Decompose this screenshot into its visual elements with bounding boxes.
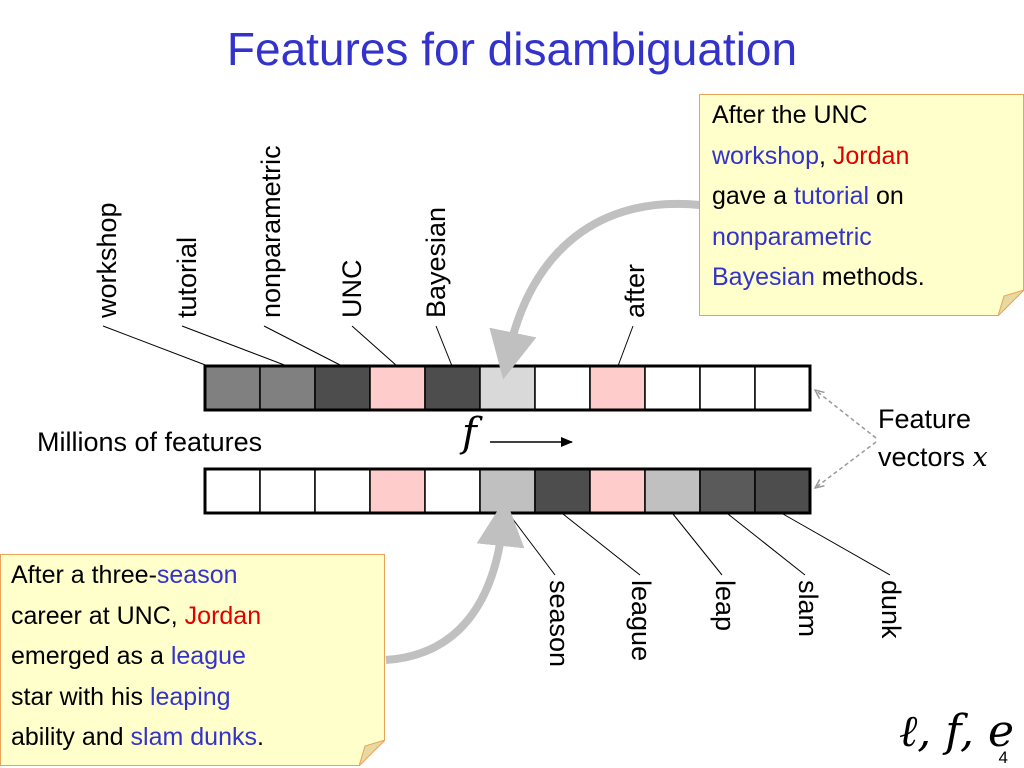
text-period: . [256,723,264,751]
text-emerged-as-a: emerged as a [11,642,171,670]
feature-vectors-label: Feature vectors x [878,400,988,477]
label-after: after [620,263,650,318]
bottom-vector-cell-9 [699,468,756,514]
feature-vectors-line1: Feature [878,404,972,434]
top-vector-cell-0 [204,365,261,411]
leader-after [617,325,634,367]
word-bayesian: Bayesian [712,263,815,291]
label-slam: slam [793,580,823,638]
bottom-vector-cell-6 [534,468,591,514]
label-tutorial: tutorial [172,236,202,318]
bottom-curved-arrow [385,498,525,664]
top-note-line4: nonparametric [712,217,1023,258]
bottom-note-line1: After a three-season [11,555,384,596]
note-fold-corner [998,290,1024,316]
f-symbol: f [462,410,477,456]
word-nonparametric: nonparametric [712,222,872,251]
slide-title: Features for disambiguation [226,23,798,75]
word-leaping: leaping [149,682,231,711]
label-nonparametric: nonparametric [256,145,286,318]
leader-league [562,513,641,576]
bottom-vector-cell-10 [754,468,811,514]
top-vector-cell-5 [479,365,536,411]
top-leader-lines [102,325,634,367]
top-vector-cell-1 [259,365,316,411]
leader-workshop [102,325,209,367]
leader-bayesian [435,325,453,367]
top-vector-cell-9 [699,365,756,411]
leader-slam [727,513,806,576]
word-jordan: Jordan [832,141,910,170]
footer-math-symbols: ℓ, f, e [898,706,1014,757]
leader-leap [672,513,723,576]
bottom-vector-cell-1 [259,468,316,514]
leader-season [508,513,556,576]
top-note-line5: Bayesian methods. [712,257,1023,298]
dashed-arrow-top [815,390,877,439]
note-fold-corner [359,740,385,766]
page-number: 4 [998,748,1008,767]
bottom-vector-cell-0 [204,468,261,514]
bottom-vector-cell-4 [424,468,481,514]
text-after-the-unc: After the UNC [712,101,868,129]
text-on: on [869,182,904,210]
label-bayesian: Bayesian [421,206,451,318]
word-season: season [156,561,238,589]
top-vector-cell-10 [754,365,811,411]
top-vector-cell-4 [424,365,481,411]
leader-dunk [782,513,891,576]
bottom-vector-cell-7 [589,468,646,514]
word-slam-dunks: slam dunks [130,723,257,751]
text-after-a-three: After a three- [11,561,157,589]
top-vector-cell-2 [314,365,371,411]
leader-tutorial [181,325,288,367]
dashed-arrow-bottom [815,441,877,488]
word-jordan: Jordan [184,601,262,630]
text-comma: , [819,141,826,170]
bottom-note-line5: ability and slam dunks. [11,717,384,758]
label-workshop: workshop [92,202,122,318]
label-unc: UNC [337,259,367,319]
top-vector-cell-7 [589,365,646,411]
text-methods: methods. [814,263,925,291]
label-dunk: dunk [876,580,906,639]
top-vector-cell-6 [534,365,591,411]
leader-nonparametric [263,325,343,367]
word-tutorial: tutorial [794,182,870,210]
text-vectors: vectors [878,442,973,472]
text-star-with-his: star with his [11,682,150,711]
bottom-leader-lines [508,513,891,576]
bottom-vector-cell-3 [369,468,426,514]
word-workshop: workshop [712,141,819,170]
bottom-vector-cell-8 [644,468,701,514]
feature-vectors-line2: vectors x [878,438,988,477]
text-gave-a: gave a [712,182,795,210]
top-note-line3: gave a tutorial on [712,176,1023,217]
label-leap: leap [710,580,740,632]
bottom-feature-vector [203,467,812,515]
label-league: league [626,580,656,662]
top-vector-cell-3 [369,365,426,411]
top-example-note: After the UNC workshop, Jordan gave a tu… [699,94,1024,316]
bottom-example-note: After a three-season career at UNC, Jord… [0,554,385,766]
top-curved-arrow [489,199,701,380]
bottom-note-line4: star with his leaping [11,677,384,718]
top-note-line2: workshop, Jordan [712,136,1023,177]
millions-of-features-label: Millions of features [37,427,263,457]
leader-unc [351,325,398,367]
bottom-note-line2: career at UNC, Jordan [11,596,384,637]
text-ability-and: ability and [11,723,131,751]
symbol-x: x [972,442,988,473]
bottom-vector-cell-2 [314,468,371,514]
bottom-note-line3: emerged as a league [11,636,384,677]
top-feature-vector [203,364,812,412]
bottom-vector-cell-5 [479,468,536,514]
top-vector-cell-8 [644,365,701,411]
top-note-line1: After the UNC [712,95,1023,136]
word-league: league [170,642,246,670]
label-season: season [544,580,574,668]
text-career-at-unc: career at UNC, [11,601,185,630]
